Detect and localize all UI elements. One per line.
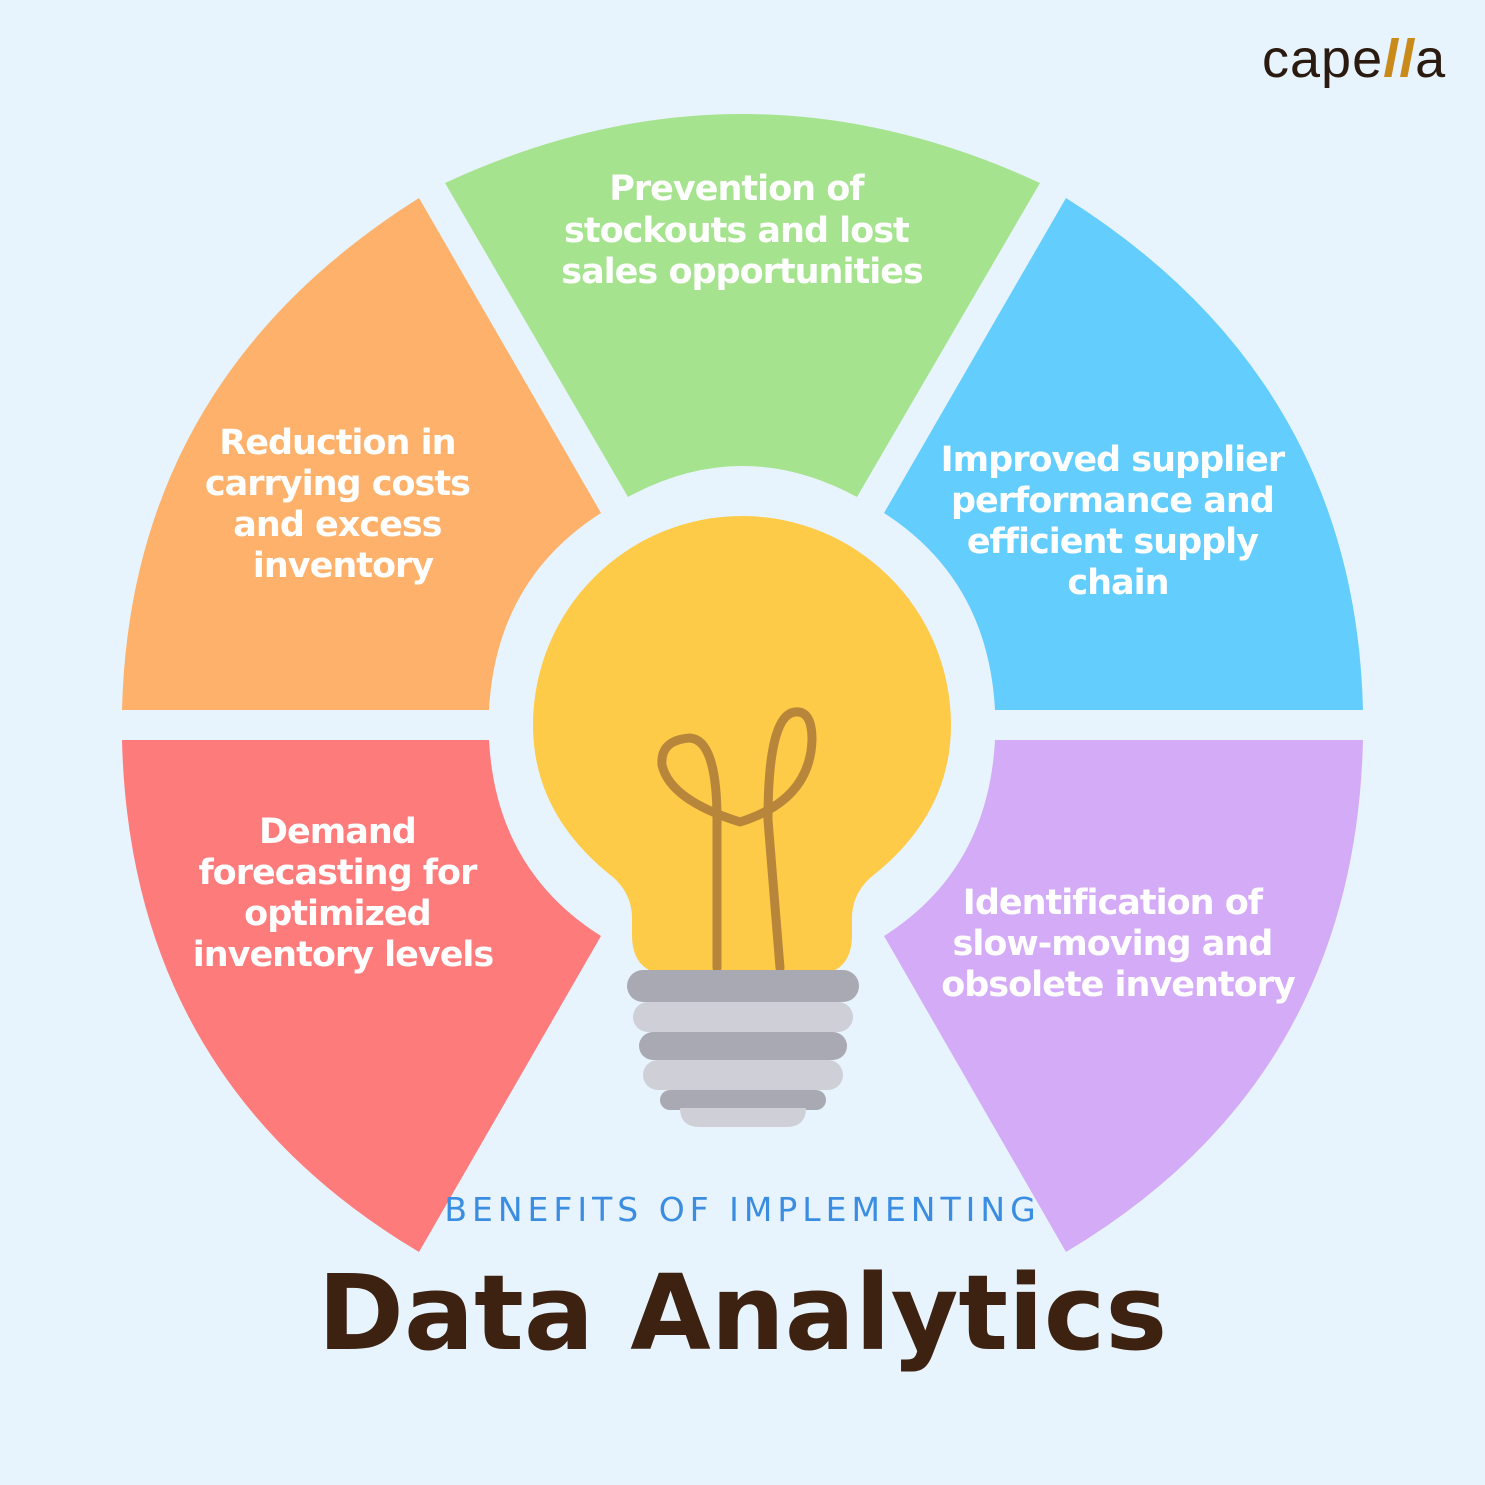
bulb-base-ring-2 xyxy=(633,1002,853,1032)
subtitle: BENEFITS OF IMPLEMENTING xyxy=(444,1190,1041,1229)
bulb-base-tip xyxy=(680,1108,806,1127)
segment-lower-left: Demand forecasting for optimized invento… xyxy=(122,740,601,1252)
segment-lower-left-shape xyxy=(122,740,601,1252)
segment-top: Prevention of stockouts and lost sales o… xyxy=(445,114,1040,497)
bulb-base-ring-4 xyxy=(643,1060,843,1090)
lightbulb-icon xyxy=(533,516,951,1127)
bulb-glass xyxy=(533,516,951,975)
segment-upper-right-shape xyxy=(884,198,1363,710)
bulb-base-ring-3 xyxy=(639,1032,847,1060)
segment-upper-left: Reduction in carrying costs and excess i… xyxy=(122,198,601,710)
segment-lower-right: Identification of slow-moving and obsole… xyxy=(884,740,1363,1252)
bulb-filament xyxy=(657,707,817,973)
segment-lower-right-shape xyxy=(884,740,1363,1252)
segment-top-shape xyxy=(445,114,1040,497)
segment-lower-left-text: Demand forecasting for optimized invento… xyxy=(193,812,494,975)
bulb-base-ring-1 xyxy=(627,970,859,1002)
capella-logo: capella xyxy=(1262,28,1446,90)
logo-text-start: cape xyxy=(1262,29,1384,89)
logo-text-end: a xyxy=(1415,29,1447,89)
segment-lower-right-text: Identification of slow-moving and obsole… xyxy=(941,883,1296,1005)
segment-upper-left-shape xyxy=(122,198,601,710)
page-title: Data Analytics xyxy=(317,1252,1168,1374)
segment-upper-right: Improved supplier performance and effici… xyxy=(884,198,1363,710)
segment-top-text: Prevention of stockouts and lost sales o… xyxy=(561,169,923,292)
segment-upper-left-text: Reduction in carrying costs and excess i… xyxy=(205,423,481,586)
logo-text-accent: ll xyxy=(1383,29,1416,89)
bulb-base-ring-5 xyxy=(660,1090,826,1110)
segment-upper-right-text: Improved supplier performance and effici… xyxy=(941,440,1296,603)
